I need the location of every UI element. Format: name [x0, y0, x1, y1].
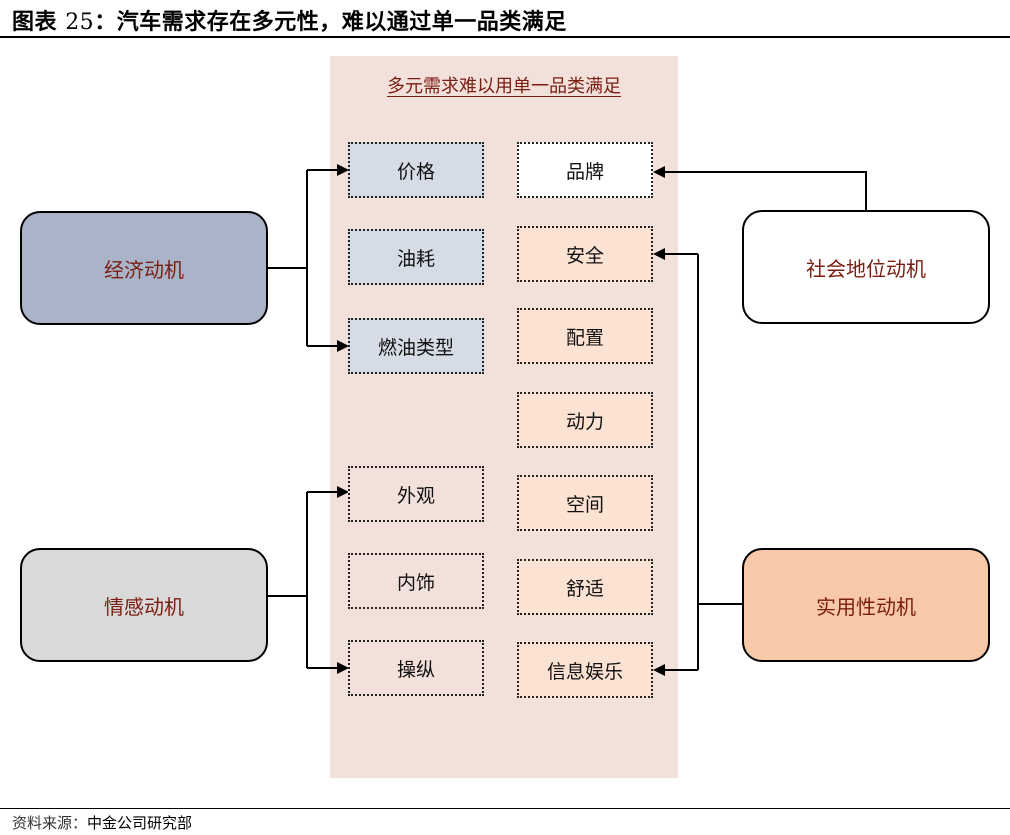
source-label: 资料来源：: [12, 814, 88, 832]
item-price: 价格: [348, 142, 484, 198]
figure-title-prefix: 图表: [12, 10, 58, 35]
source-note: 资料来源：中金公司研究部: [12, 812, 192, 833]
item-space: 空间: [517, 475, 653, 531]
panel-title: 多元需求难以用单一品类满足: [387, 76, 621, 97]
item-configuration: 配置: [517, 308, 653, 364]
figure-title-number: 25: [65, 10, 95, 35]
item-brand: 品牌: [517, 142, 653, 198]
figure-title: 图表 25：汽车需求存在多元性，难以通过单一品类满足: [12, 4, 567, 36]
arrow-to-brand: [653, 166, 867, 210]
social-status-motive: 社会地位动机: [742, 210, 990, 324]
item-exterior: 外观: [348, 466, 484, 522]
source-value: 中金公司研究部: [87, 814, 193, 832]
item-safety: 安全: [517, 226, 653, 282]
item-infotainment: 信息娱乐: [517, 642, 653, 698]
bottom-rule: [0, 808, 1010, 809]
item-fuel-consumption: 油耗: [348, 229, 484, 285]
item-handling: 操纵: [348, 640, 484, 696]
figure-title-text: ：汽车需求存在多元性，难以通过单一品类满足: [94, 10, 567, 35]
item-comfort: 舒适: [517, 559, 653, 615]
emotional-motive: 情感动机: [20, 548, 268, 662]
item-power: 动力: [517, 392, 653, 448]
item-fuel-type: 燃油类型: [348, 318, 484, 374]
top-rule: [0, 36, 1010, 38]
item-interior: 内饰: [348, 553, 484, 609]
practical-motive: 实用性动机: [742, 548, 990, 662]
economic-motive: 经济动机: [20, 211, 268, 325]
